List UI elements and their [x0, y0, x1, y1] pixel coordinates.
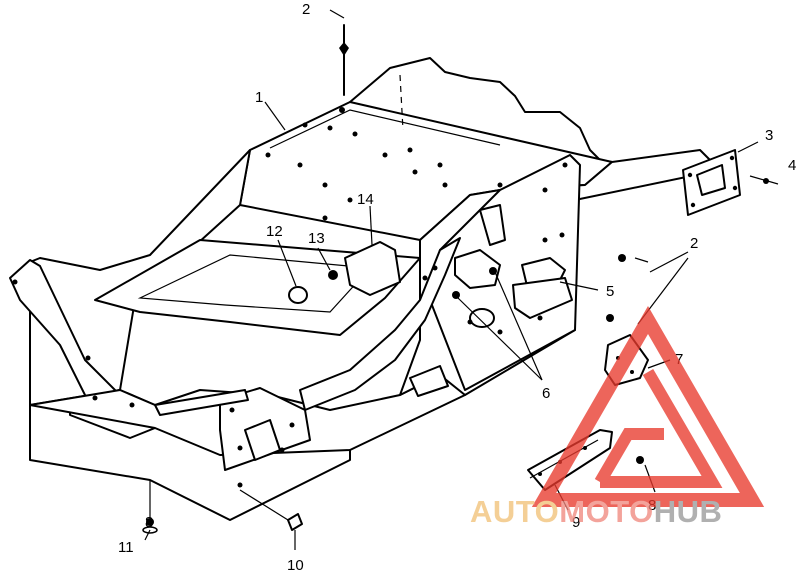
callout-2-right: 2	[690, 235, 698, 252]
callout-3: 3	[765, 127, 773, 144]
callout-1: 1	[255, 89, 263, 106]
watermark-auto: AUTO	[470, 494, 559, 529]
watermark-triangle-logo	[531, 306, 765, 507]
frame-assembly	[9, 57, 721, 521]
callout-13: 13	[308, 230, 325, 247]
callout-11: 11	[118, 539, 134, 556]
callout-5: 5	[606, 283, 614, 300]
callout-14: 14	[357, 191, 374, 208]
callout-8-left: 8	[145, 514, 153, 531]
watermark-moto: MOTO	[559, 494, 653, 529]
callout-2-top: 2	[302, 1, 310, 18]
callout-6: 6	[542, 385, 550, 402]
svg-text:AUTOMOTOHUB: AUTOMOTOHUB	[470, 494, 722, 529]
fasteners	[142, 24, 779, 534]
callout-4: 4	[788, 157, 796, 174]
callout-12: 12	[266, 223, 283, 240]
watermark: AUTOMOTOHUB	[470, 306, 765, 529]
callout-7: 7	[675, 351, 683, 368]
watermark-hub: HUB	[654, 494, 723, 529]
callout-10: 10	[287, 557, 304, 574]
mounting-plate-3	[682, 149, 741, 216]
callout-9: 9	[572, 514, 580, 531]
